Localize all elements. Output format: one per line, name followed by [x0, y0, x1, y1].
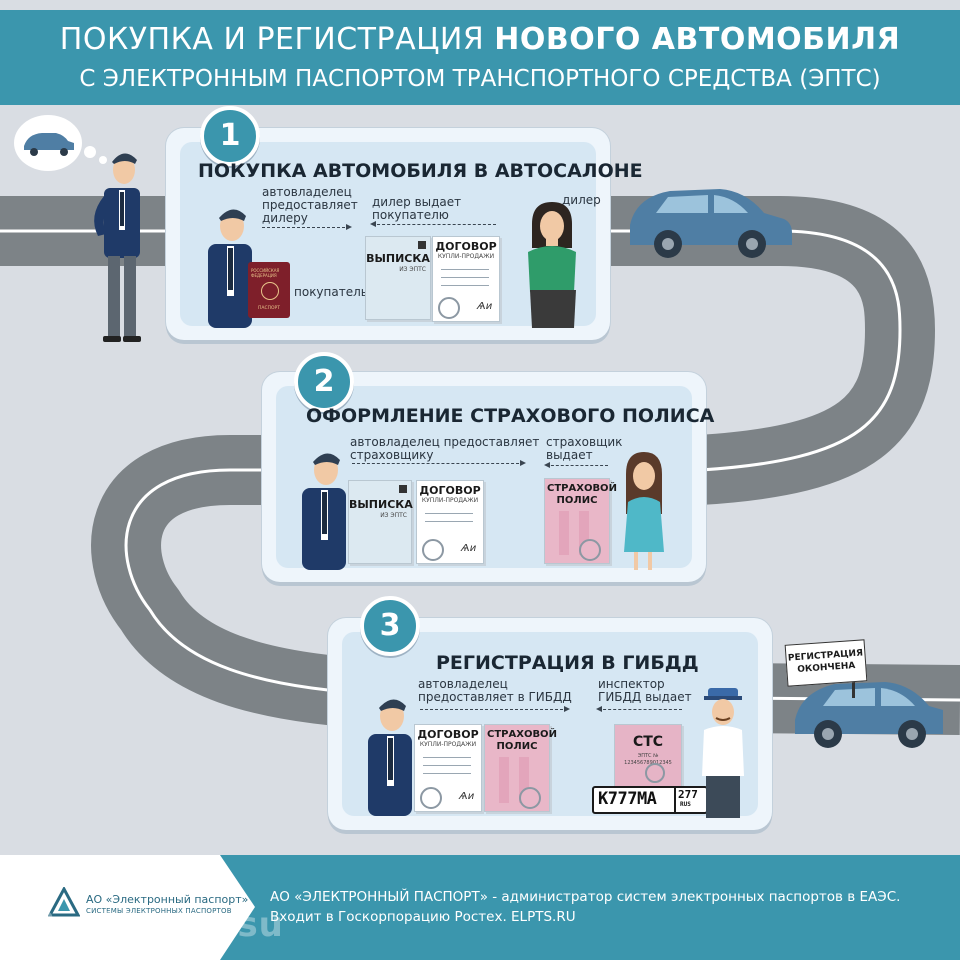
doc-polis-3: СТРАХОВОЙ ПОЛИС	[484, 724, 557, 812]
step-3-arrow-left	[596, 706, 682, 712]
qr-icon	[399, 485, 407, 493]
doc-dogovor-2: ДОГОВОР КУПЛИ-ПРОДАЖИ Ѧи	[416, 480, 484, 564]
signature-icon: Ѧи	[477, 301, 493, 312]
footer-line-2: Входит в Госкорпорацию Ростех. ELPTS.RU	[270, 909, 576, 925]
license-plate: К777МА 277 RUS	[592, 786, 708, 814]
step-3-title: РЕГИСТРАЦИЯ В ГИБДД	[436, 652, 699, 674]
owner-figure-3	[368, 699, 412, 816]
stamp-icon	[422, 539, 444, 561]
inspector-figure	[702, 688, 744, 818]
signature-icon: Ѧи	[461, 543, 477, 554]
step-1-arrow-right	[262, 224, 352, 230]
step-1-title: ПОКУПКА АВТОМОБИЛЯ В АВТОСАЛОНЕ	[198, 160, 643, 182]
car-top	[630, 189, 792, 258]
step-2-arrow-left	[544, 462, 608, 468]
header-banner: ПОКУПКА И РЕГИСТРАЦИЯ НОВОГО АВТОМОБИЛЯ …	[0, 10, 960, 105]
step-1-role-dealer: дилер	[562, 193, 601, 207]
buyer-figure-1	[208, 209, 252, 328]
footer-banner: АО «Электронный паспорт» СИСТЕМЫ ЭЛЕКТРО…	[0, 855, 960, 960]
step-2-arrow-right	[352, 460, 526, 466]
stamp-icon	[519, 787, 541, 809]
step-3-number: 3	[360, 596, 420, 656]
car-bottom	[795, 668, 943, 748]
stamp-icon	[420, 787, 442, 809]
dealer-figure	[528, 202, 576, 328]
owner-figure-2	[302, 453, 346, 570]
step-1-arrow-left	[370, 221, 496, 227]
stamp-icon	[438, 297, 460, 319]
qr-icon	[418, 241, 426, 249]
page-title: ПОКУПКА И РЕГИСТРАЦИЯ НОВОГО АВТОМОБИЛЯ	[59, 22, 901, 57]
step-1-role-buyer: покупатель	[294, 285, 368, 299]
page-subtitle: С ЭЛЕКТРОННЫМ ПАСПОРТОМ ТРАНСПОРТНОГО СР…	[79, 66, 881, 92]
footer-line-1: АО «ЭЛЕКТРОННЫЙ ПАСПОРТ» - администратор…	[270, 889, 901, 905]
company-logo: АО «Электронный паспорт» СИСТЕМЫ ЭЛЕКТРО…	[0, 855, 255, 960]
doc-dogovor-1: ДОГОВОР КУПЛИ-ПРОДАЖИ Ѧи	[432, 236, 500, 322]
thought-bubble	[14, 115, 107, 171]
step-2-title: ОФОРМЛЕНИЕ СТРАХОВОГО ПОЛИСА	[306, 405, 715, 427]
signature-icon: Ѧи	[459, 791, 475, 802]
step-3-arrow-right	[420, 706, 570, 712]
doc-polis-2: СТРАХОВОЙ ПОЛИС	[544, 478, 617, 564]
buyer-standing-figure	[94, 153, 141, 342]
watermark: RusVesna.su	[30, 905, 284, 945]
doc-vypiska-1: ВЫПИСКА ИЗ ЭПТС	[365, 236, 431, 320]
step-2-number: 2	[294, 352, 354, 412]
insurer-figure	[624, 452, 664, 570]
registration-complete-sign: РЕГИСТРАЦИЯ ОКОНЧЕНА	[784, 639, 868, 687]
doc-sts: СТС ЭПТС № 123456789012345	[614, 724, 682, 790]
doc-vypiska-2: ВЫПИСКА ИЗ ЭПТС	[348, 480, 413, 564]
logo-triangle-icon	[48, 887, 80, 917]
doc-dogovor-3: ДОГОВОР КУПЛИ-ПРОДАЖИ Ѧи	[414, 724, 482, 812]
stamp-icon	[579, 539, 601, 561]
emblem-icon	[261, 282, 279, 300]
passport-document: РОССИЙСКАЯ ФЕДЕРАЦИЯ ПАСПОРТ	[248, 262, 290, 318]
stamp-icon	[645, 763, 665, 783]
step-1-number: 1	[200, 106, 260, 166]
